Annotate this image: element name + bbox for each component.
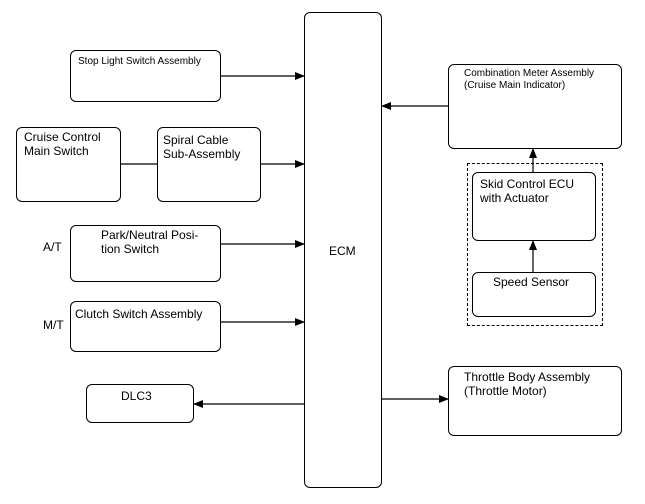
park-neutral-switch-label: Park/Neutral Posi- tion Switch [101, 228, 199, 257]
speed-sensor-box: Speed Sensor [472, 272, 596, 317]
ecm-box: ECM [304, 12, 382, 488]
clutch-switch-box: Clutch Switch Assembly [70, 301, 221, 352]
throttle-body-label: Throttle Body Assembly (Throttle Motor) [464, 370, 591, 399]
skid-control-ecu-label: Skid Control ECU with Actuator [480, 177, 575, 206]
spiral-cable-box: Spiral Cable Sub-Assembly [157, 127, 261, 202]
at-label: A/T [43, 240, 62, 254]
spiral-cable-label: Spiral Cable Sub-Assembly [163, 133, 241, 162]
dlc3-box: DLC3 [86, 384, 194, 423]
stop-light-switch-box: Stop Light Switch Assembly [70, 50, 221, 102]
speed-sensor-label: Speed Sensor [493, 275, 570, 289]
park-neutral-switch-box: Park/Neutral Posi- tion Switch [70, 225, 221, 282]
cruise-main-switch-box: Cruise Control Main Switch [16, 127, 121, 202]
stop-light-switch-label: Stop Light Switch Assembly [78, 56, 201, 67]
throttle-body-box: Throttle Body Assembly (Throttle Motor) [448, 366, 622, 436]
abs-group-dashed-box [467, 163, 603, 326]
cruise-main-switch-label: Cruise Control Main Switch [24, 130, 101, 159]
skid-control-ecu-box: Skid Control ECU with Actuator [472, 172, 596, 241]
mt-label: M/T [43, 318, 64, 332]
dlc3-label: DLC3 [121, 389, 152, 403]
combination-meter-label: Combination Meter Assembly (Cruise Main … [464, 68, 595, 91]
clutch-switch-label: Clutch Switch Assembly [75, 307, 203, 321]
combination-meter-box: Combination Meter Assembly (Cruise Main … [448, 64, 622, 149]
ecm-label: ECM [329, 244, 356, 258]
